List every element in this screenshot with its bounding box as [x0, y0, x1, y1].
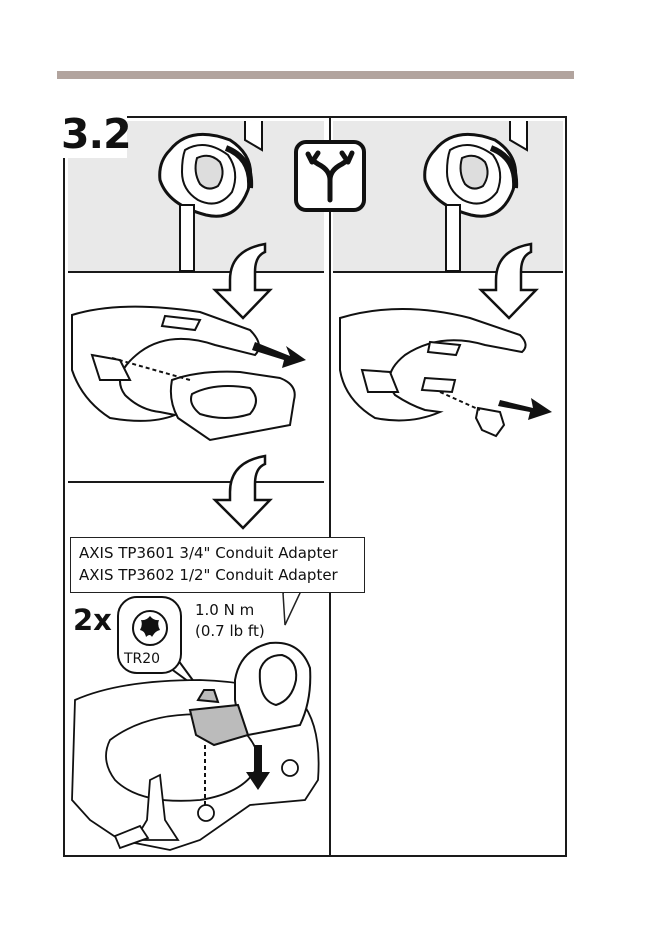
- torque-spec: 1.0 N m (0.7 lb ft): [195, 600, 265, 642]
- bit-size-label: TR20: [124, 651, 160, 667]
- torque-nm: 1.0 N m: [195, 600, 265, 621]
- torx-bit-icon: [133, 611, 167, 645]
- torque-lbft: (0.7 lb ft): [195, 621, 265, 642]
